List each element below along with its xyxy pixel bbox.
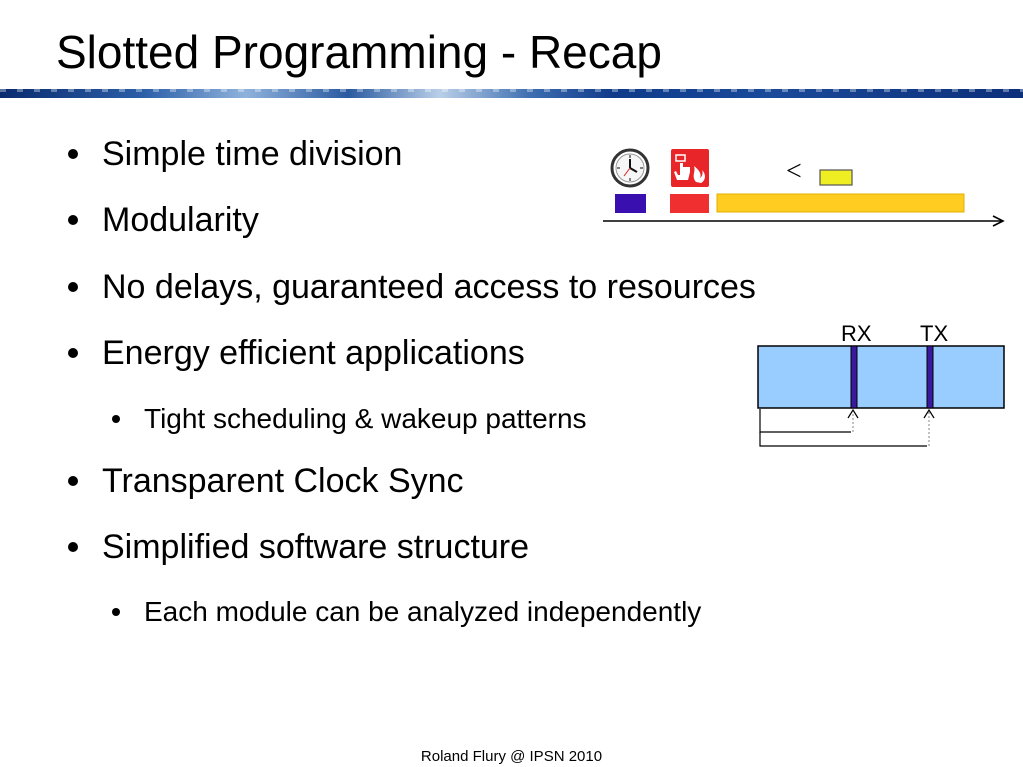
slot-1 (615, 194, 646, 213)
rx-marker (850, 345, 858, 409)
slide-title: Slotted Programming - Recap (56, 26, 662, 78)
tx-label: TX (920, 321, 948, 346)
bullet-dot (112, 415, 120, 423)
bullet-text: Simplified software structure (102, 528, 530, 566)
bullet-text: Simple time division (102, 135, 403, 173)
small-task-box (819, 169, 853, 186)
clock-icon (610, 148, 650, 188)
slot-2 (670, 194, 709, 213)
bullet-text: Tight scheduling & wakeup patterns (144, 403, 587, 434)
rx-dependency-arrow (759, 408, 859, 433)
bullet-item: Modularity (68, 201, 259, 240)
header-band (0, 89, 1023, 98)
tx-dependency-arrow (759, 408, 935, 447)
radio-timeline-bar (757, 345, 1005, 409)
bullet-item: Simple time division (68, 135, 402, 174)
bullet-item-sub: Each module can be analyzed independentl… (112, 596, 701, 628)
bullet-dot (68, 215, 78, 225)
bullet-item: Energy efficient applications (68, 334, 525, 373)
slot-3 (716, 193, 965, 213)
bullet-item-sub: Tight scheduling & wakeup patterns (112, 403, 587, 435)
bullet-item: Transparent Clock Sync (68, 462, 464, 501)
bullet-text: Energy efficient applications (102, 334, 525, 372)
rx-label: RX (841, 321, 872, 346)
slide-footer: Roland Flury @ IPSN 2010 (420, 748, 603, 765)
bullet-text: Each module can be analyzed independentl… (144, 596, 702, 627)
bullet-item: No delays, guaranteed access to resource… (68, 268, 756, 307)
bullet-item: Simplified software structure (68, 528, 529, 567)
bullet-dot (112, 608, 120, 616)
fire-alarm-icon (671, 149, 709, 187)
bullet-dot (68, 542, 78, 552)
bullet-text: No delays, guaranteed access to resource… (102, 268, 756, 306)
bullet-dot (68, 348, 78, 358)
bullet-dot (68, 476, 78, 486)
bullet-text: Modularity (102, 201, 259, 239)
comparison-symbol: < (786, 156, 802, 187)
time-axis-arrow (603, 215, 1005, 227)
bullet-text: Transparent Clock Sync (102, 462, 464, 500)
bullet-dot (68, 149, 78, 159)
tx-marker (926, 345, 934, 409)
bullet-dot (68, 282, 78, 292)
